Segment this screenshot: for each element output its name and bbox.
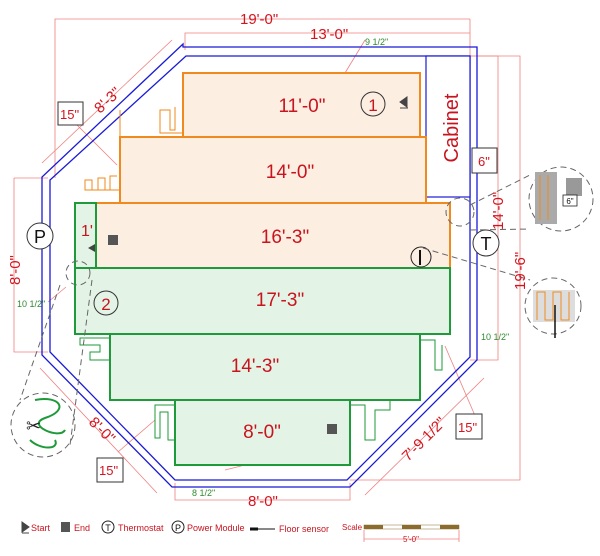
dimension-overall-width: 19'-0" xyxy=(240,11,278,28)
dimension-left-gap: 10 1/2" xyxy=(17,299,45,309)
callout-label: 15" xyxy=(99,463,118,478)
start-icon xyxy=(399,96,408,109)
zone-17ft xyxy=(74,267,451,335)
callout-label: 15" xyxy=(60,107,79,122)
dimension-bottom-gap: 8 1/2" xyxy=(192,488,215,498)
zone-label: 16'-3" xyxy=(261,227,309,248)
power-symbol: P xyxy=(34,227,46,247)
legend-floor-sensor-label: Floor sensor xyxy=(279,524,329,534)
cable-loops xyxy=(79,107,443,441)
circuit-marker-1-label: 1 xyxy=(368,96,377,115)
circuit-marker-1 xyxy=(360,91,386,117)
legend-power-symbol: P xyxy=(175,523,181,533)
start-icon xyxy=(88,244,95,252)
legend-scale-value: 5'-0" xyxy=(403,535,419,544)
scale-bar xyxy=(363,524,460,542)
callout-box xyxy=(471,147,498,174)
dimension-inner-width: 13'-0" xyxy=(310,26,348,43)
zone-label: 8'-0" xyxy=(243,422,281,443)
legend-power-module-label: Power Module xyxy=(187,523,245,533)
cut-cable-detail: ✂ xyxy=(26,398,66,449)
zone-14ft-3 xyxy=(109,333,421,401)
thermostat-icon xyxy=(101,520,115,534)
scissors-icon: ✂ xyxy=(26,416,41,436)
zone-label: 11'-0" xyxy=(279,96,326,117)
callout-label: 6" xyxy=(478,154,490,169)
start-icon xyxy=(21,521,30,534)
cabinet xyxy=(425,55,471,198)
legend-thermostat-label: Thermostat xyxy=(118,523,164,533)
end-icon xyxy=(108,235,118,245)
circuit-marker-2 xyxy=(93,290,119,316)
zone-label: 14'-3" xyxy=(231,356,279,377)
zone-label: 1' xyxy=(81,223,93,240)
dimension-top-gap: 9 1/2" xyxy=(365,37,388,47)
floor-sensor-icon xyxy=(410,246,432,268)
dimension-lines xyxy=(13,18,521,501)
zone-label: 17'-3" xyxy=(256,290,304,311)
end-icon xyxy=(61,522,70,532)
legend-scale-label: Scale xyxy=(342,523,363,532)
callout-box xyxy=(96,457,124,483)
dimension-bottom-right-diagonal: 7'-9 1/2" xyxy=(399,414,450,465)
legend-thermostat-symbol: T xyxy=(105,523,111,533)
dimension-bottom-width: 8'-0" xyxy=(248,493,278,510)
zone-14ft xyxy=(119,136,427,204)
callout-box xyxy=(57,101,84,126)
cabinet-label: Cabinet xyxy=(441,93,463,162)
dimension-left-height: 8'-0" xyxy=(7,255,24,285)
end-icon xyxy=(327,424,337,434)
callout-box xyxy=(455,413,483,440)
legend-end-label: End xyxy=(74,523,90,533)
detail-label: 6" xyxy=(566,197,573,206)
detail-mat-thermostat: 6" xyxy=(535,172,582,224)
thermostat-symbol: T xyxy=(481,234,492,254)
callout-label: 15" xyxy=(458,420,477,435)
dimension-bottom-left-diagonal: 8'-0" xyxy=(85,414,118,447)
detail-callouts xyxy=(10,166,594,458)
dimension-right-gap: 10 1/2" xyxy=(481,332,509,342)
power-module-icon xyxy=(171,520,185,534)
legend-start-label: Start xyxy=(31,523,51,533)
legend: Start End T Thermostat P Power Module Fl… xyxy=(21,520,460,544)
zone-8ft xyxy=(174,399,351,466)
circuit-marker-2-label: 2 xyxy=(101,295,110,314)
detail-mat-sensor xyxy=(533,290,575,338)
dimension-right-height-inner: 14'-0" xyxy=(490,192,507,230)
power-module-icon xyxy=(26,222,54,250)
zone-11ft xyxy=(182,72,421,138)
zone-label: 14'-0" xyxy=(266,162,314,183)
dimension-right-height-overall: 19'-6" xyxy=(512,252,529,290)
zone-16ft xyxy=(95,202,451,269)
